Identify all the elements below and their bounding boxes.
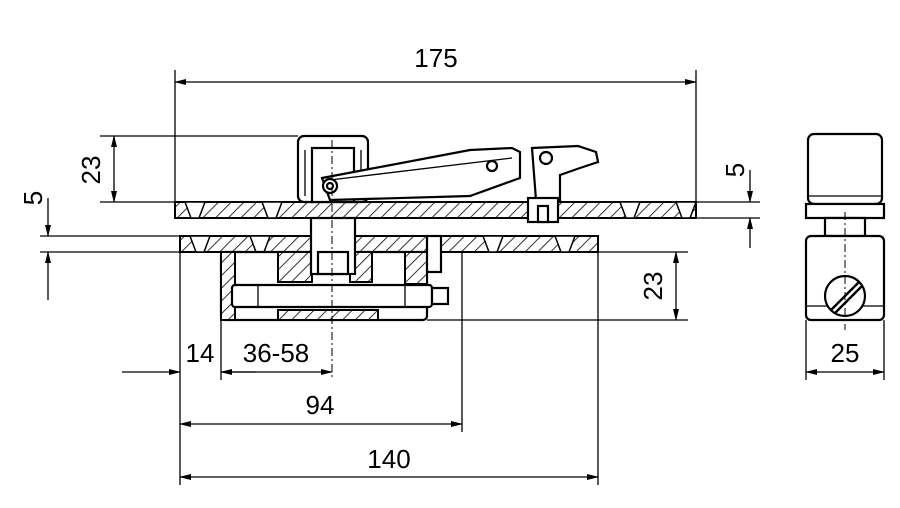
dim-23-lower: 23	[638, 272, 668, 301]
dimensions: 175 23 5 5 23 14 36-58 94	[18, 43, 885, 485]
lever-arm	[320, 146, 522, 202]
dim-94: 94	[306, 390, 335, 420]
dim-14: 14	[186, 338, 215, 368]
front-view	[174, 134, 698, 380]
housing-right-block	[404, 251, 428, 285]
dim-36-58: 36-58	[243, 338, 310, 368]
dim-25: 25	[831, 338, 860, 368]
lower-plate-countersinks	[188, 235, 577, 253]
dim-5-left: 5	[18, 191, 48, 205]
side-stud	[425, 234, 443, 274]
housing-bottom	[277, 309, 379, 321]
upper-plate	[174, 201, 697, 219]
side-cap	[806, 132, 884, 206]
upper-plate-countersinks	[183, 201, 698, 219]
housing-center-block	[277, 251, 313, 283]
dim-23-upper: 23	[76, 156, 106, 185]
lower-plate	[179, 235, 599, 253]
side-view	[804, 132, 886, 330]
screw-head	[430, 286, 450, 306]
spindle-core	[316, 250, 350, 276]
dim-140: 140	[367, 444, 410, 474]
dim-175: 175	[414, 43, 457, 73]
lever-pivot-mid	[485, 159, 499, 173]
dim-5-right: 5	[720, 163, 750, 177]
